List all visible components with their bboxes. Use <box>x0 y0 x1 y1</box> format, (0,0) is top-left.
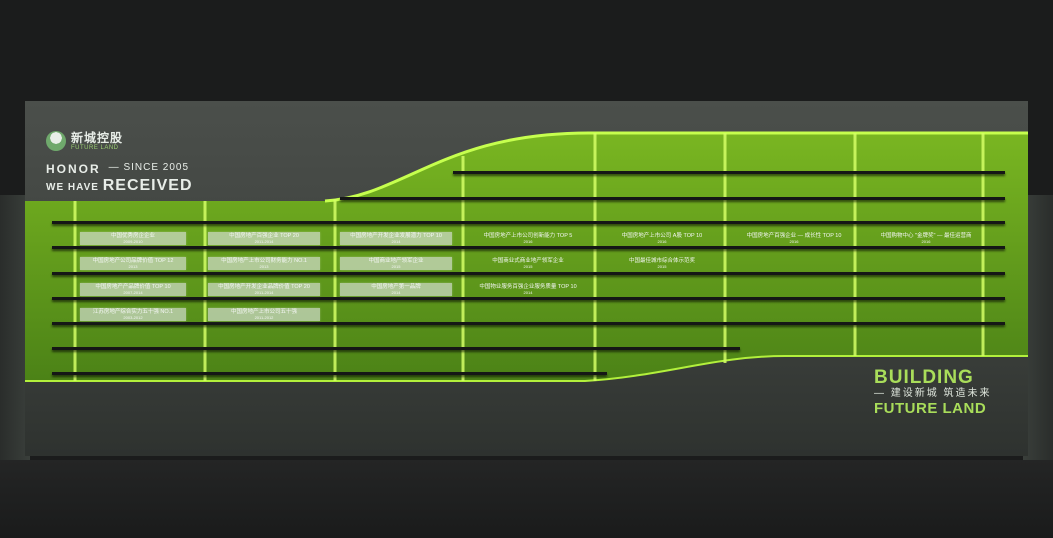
logo-english-name: FUTURE LAND <box>71 144 119 151</box>
shelf <box>52 347 740 350</box>
right-side-wall <box>1023 195 1053 460</box>
company-logo: 新城控股 FUTURE LAND <box>46 131 123 151</box>
shelf <box>340 197 1005 200</box>
floor <box>0 460 1053 538</box>
we-have-text: WE HAVE <box>46 182 99 193</box>
shelf <box>453 171 1005 174</box>
shelf <box>52 221 1005 224</box>
honor-title: HONOR — SINCE 2005 WE HAVE RECEIVED <box>46 162 193 195</box>
since-year: — SINCE 2005 <box>108 162 190 173</box>
shelf <box>52 372 607 375</box>
building-slogan: BUILDING — 建设新城 筑造未来 FUTURE LAND <box>874 368 992 416</box>
slogan-line2: — 建设新城 筑造未来 <box>874 388 992 399</box>
logo-chinese-name: 新城控股 <box>71 130 124 145</box>
shelf <box>52 272 1005 275</box>
slogan-line3: FUTURE LAND <box>874 400 987 417</box>
logo-mark-icon <box>46 131 66 151</box>
honor-word: HONOR <box>46 162 101 176</box>
shelf <box>52 297 1005 300</box>
received-text: RECEIVED <box>102 177 193 194</box>
shelf <box>52 322 1005 325</box>
shelf <box>52 246 1005 249</box>
slogan-line1: BUILDING <box>874 367 974 388</box>
